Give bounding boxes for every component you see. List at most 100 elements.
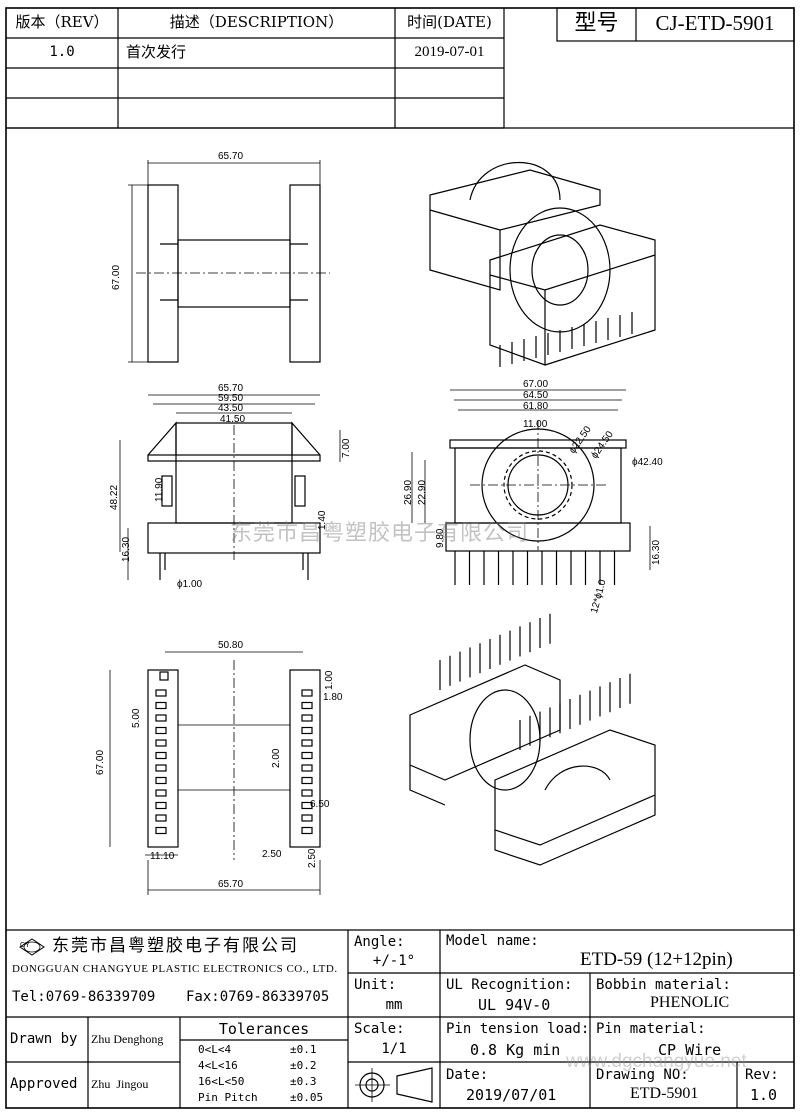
pin-pad bbox=[155, 739, 167, 747]
model-name-value: ETD-59 (12+12pin) bbox=[580, 949, 733, 970]
dim-end-h1: 26.90 bbox=[403, 479, 414, 505]
dim-end-w2: 64.50 bbox=[523, 390, 549, 401]
ul-value: UL 94V-0 bbox=[478, 996, 551, 1014]
company-name-en: DONGGUAN CHANGYUE PLASTIC ELECTRONICS CO… bbox=[12, 963, 338, 975]
bobbin-material-label: Bobbin material: bbox=[596, 977, 731, 993]
dim-bottom-inner: 50.80 bbox=[218, 640, 244, 651]
pin-pad bbox=[301, 714, 313, 722]
dim-front-pin-height: 16.30 bbox=[121, 536, 132, 562]
dim-bottom-pitch: 5.00 bbox=[131, 708, 142, 728]
pin-pad bbox=[301, 764, 313, 772]
dim-bottom-total: 65.70 bbox=[218, 879, 244, 890]
company-fax: Fax:0769-86339705 bbox=[186, 989, 330, 1005]
end-view bbox=[411, 389, 651, 570]
dim-end-d3: ϕ42.40 bbox=[632, 457, 663, 468]
unit-label: Unit: bbox=[354, 977, 397, 993]
date-cell-1: 2019-07-01 bbox=[414, 44, 485, 60]
pin-pad bbox=[301, 751, 313, 760]
tolerance-value-1: ±0.1 bbox=[290, 1043, 317, 1056]
company-logo bbox=[19, 938, 45, 956]
tolerance-value-3: ±0.3 bbox=[290, 1075, 317, 1088]
company-watermark: 东莞市昌粤塑胶电子有限公司 bbox=[230, 521, 530, 546]
rev-cell-1: 1.0 bbox=[49, 44, 75, 60]
dim-side-width: 65.70 bbox=[218, 151, 244, 162]
model-box-value: CJ-ETD-5901 bbox=[655, 11, 775, 35]
approved-value: Zhu Jingou bbox=[91, 1077, 149, 1091]
dim-end-w3: 61.80 bbox=[523, 401, 549, 412]
drawn-by-label: Drawn by bbox=[10, 1031, 78, 1047]
projection-symbol bbox=[355, 1067, 433, 1103]
side-view bbox=[128, 160, 330, 363]
model-name-label: Model name: bbox=[446, 933, 539, 949]
pin-pad bbox=[301, 726, 313, 735]
dim-front-core: 11.90 bbox=[154, 477, 165, 502]
dim-end-w4: 11.00 bbox=[523, 419, 548, 430]
bobbin-material-value: PHENOLIC bbox=[650, 994, 730, 1011]
approved-label: Approved bbox=[10, 1076, 78, 1092]
dim-bottom-top-off: 1.00 bbox=[324, 670, 335, 690]
scale-label: Scale: bbox=[354, 1021, 405, 1037]
pin-pad bbox=[155, 714, 167, 722]
pin-pad bbox=[301, 739, 313, 747]
pin-pad bbox=[155, 726, 167, 735]
dim-front-w3: 43.50 bbox=[218, 403, 244, 414]
model-box-label: 型号 bbox=[574, 11, 619, 36]
tolerances-label: Tolerances bbox=[218, 1020, 310, 1038]
iso-view-bottom bbox=[409, 664, 656, 866]
date-label: Date: bbox=[446, 1067, 489, 1083]
company-tel: Tel:0769-86339709 bbox=[12, 989, 156, 1005]
dim-front-height: 48.22 bbox=[109, 484, 120, 510]
tolerance-range-1: 0<L<4 bbox=[198, 1043, 232, 1056]
dim-bottom-left-off: 11.10 bbox=[150, 851, 175, 862]
drawing-no-label: Drawing NO: bbox=[596, 1067, 689, 1083]
pin-tension-value: 0.8 Kg min bbox=[470, 1041, 561, 1059]
pin-pad bbox=[155, 776, 167, 785]
scale-value: 1/1 bbox=[381, 1041, 407, 1057]
drawn-by-value: Zhu Denghong bbox=[91, 1032, 164, 1046]
tolerance-range-3: 16<L<50 bbox=[198, 1075, 245, 1088]
ul-label: UL Recognition: bbox=[446, 977, 573, 993]
tolerance-range-2: 4<L<16 bbox=[198, 1059, 238, 1072]
company-name-cn: 东莞市昌粤塑胶电子有限公司 bbox=[52, 936, 299, 956]
sheet-border bbox=[5, 7, 795, 1109]
pin-material-label: Pin material: bbox=[596, 1021, 706, 1037]
dim-bottom-pin-gap: 6.50 bbox=[310, 799, 330, 810]
pin-pad bbox=[301, 814, 313, 822]
pin-pad bbox=[155, 826, 167, 835]
pin-pad bbox=[155, 789, 167, 797]
dim-bottom-top-pin: 1.80 bbox=[323, 692, 343, 703]
pin-tension-label: Pin tension load: bbox=[446, 1021, 590, 1037]
dim-bottom-mid: 2.00 bbox=[271, 748, 282, 768]
pin-pad bbox=[155, 764, 167, 772]
description-cell-1: 首次发行 bbox=[126, 43, 187, 61]
bottom-view-pins bbox=[155, 689, 313, 835]
pin-pad bbox=[301, 789, 313, 797]
dim-end-pin-height: 16.30 bbox=[651, 539, 662, 565]
company-logo-text: CY bbox=[20, 942, 30, 949]
description-header: 描述（DESCRIPTION） bbox=[169, 13, 344, 31]
dim-front-w1: 65.70 bbox=[218, 383, 244, 394]
front-view bbox=[119, 394, 341, 580]
pin-pad bbox=[155, 814, 167, 822]
dim-front-w2: 59.50 bbox=[218, 393, 244, 404]
bottom-view bbox=[109, 651, 321, 895]
dim-end-w1: 67.00 bbox=[523, 379, 549, 390]
site-watermark: www.dgchangyue.net bbox=[566, 1051, 747, 1072]
end-view-pins bbox=[454, 551, 616, 585]
pin-pad bbox=[301, 776, 313, 785]
dim-bottom-b2: 2.50 bbox=[307, 848, 318, 868]
dim-end-h2: 22.90 bbox=[417, 479, 428, 505]
pin-pad bbox=[155, 801, 167, 810]
rev-label: Rev: bbox=[745, 1067, 779, 1083]
pin-pad bbox=[155, 701, 167, 710]
drawing-no-value: ETD-5901 bbox=[630, 1085, 699, 1102]
dim-front-w4: 41.50 bbox=[220, 414, 246, 425]
pin-pad bbox=[301, 701, 313, 710]
rev-header: 版本（REV） bbox=[15, 13, 109, 31]
tolerance-value-2: ±0.2 bbox=[290, 1059, 317, 1072]
unit-value: mm bbox=[385, 997, 403, 1013]
dim-front-flange: 7.00 bbox=[341, 438, 352, 458]
pin-material-value: CP Wire bbox=[658, 1041, 722, 1059]
iso-view-top bbox=[429, 161, 656, 366]
